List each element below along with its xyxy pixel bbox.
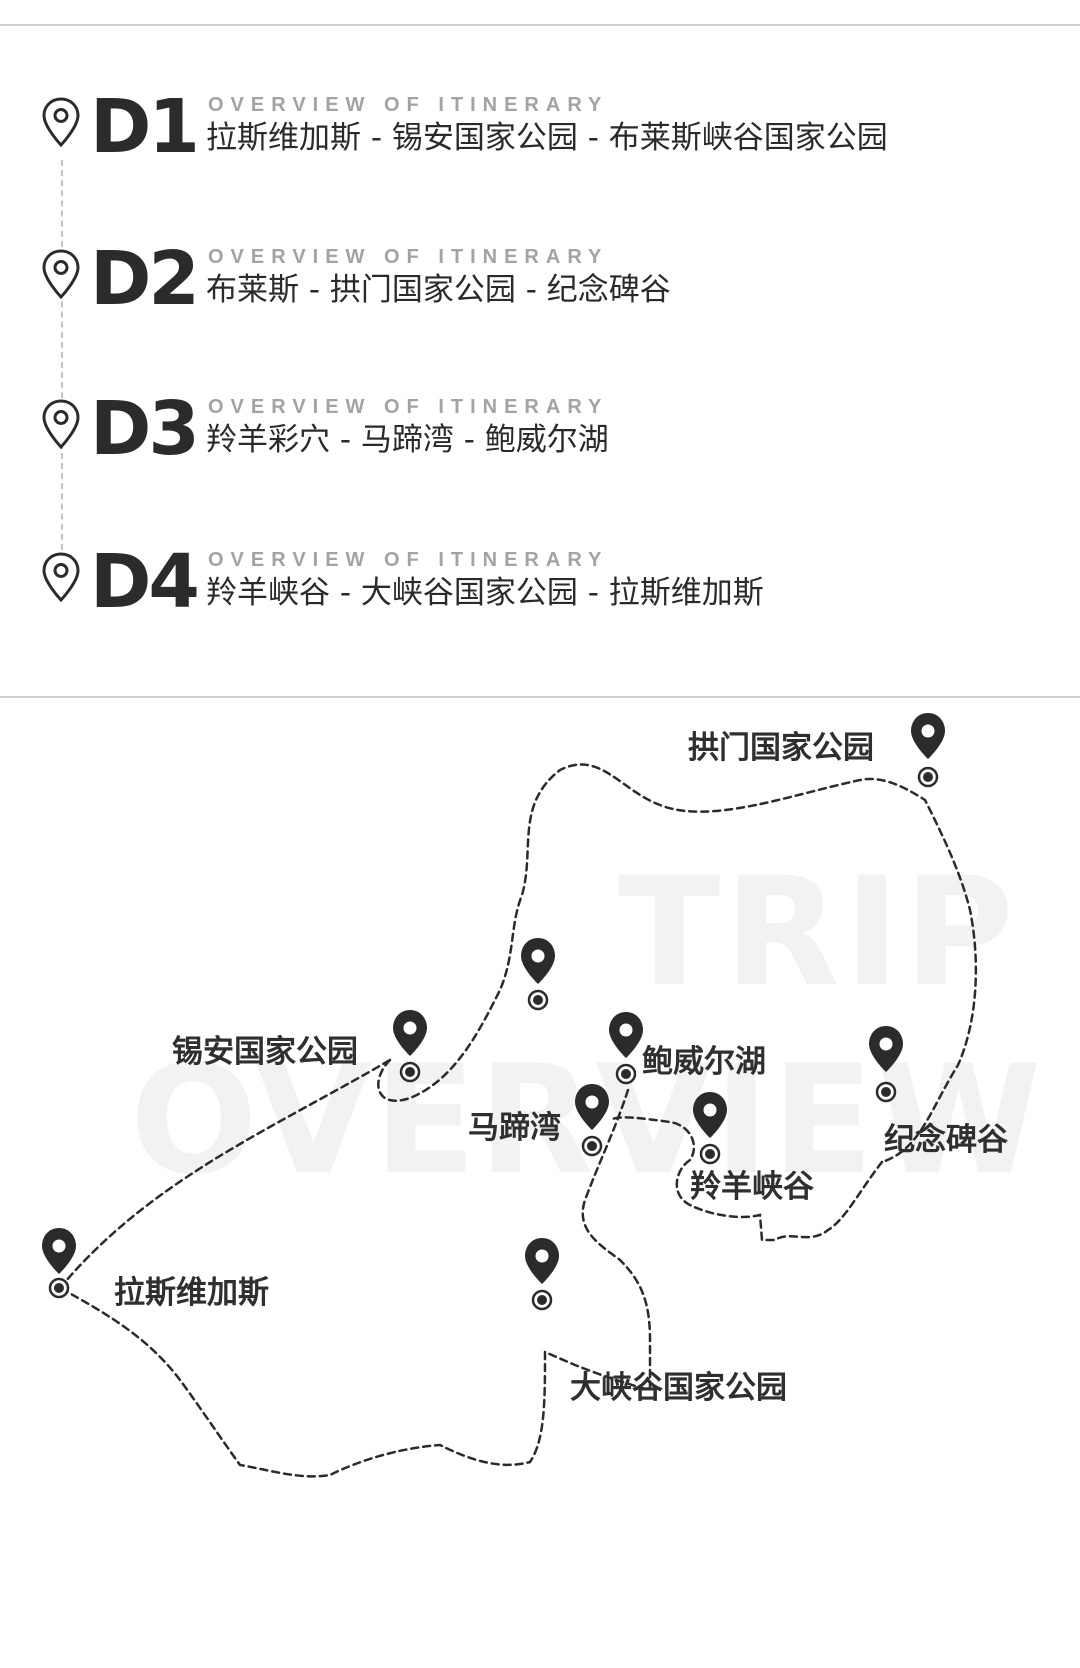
marker-las-vegas (42, 1228, 76, 1299)
day-eyebrow: OVERVIEW OF ITINERARY (208, 396, 609, 418)
itinerary-day-3: D3 OVERVIEW OF ITINERARY 羚羊彩穴 - 马蹄湾 - 鲍威… (0, 388, 1080, 508)
location-dot-icon (531, 1289, 553, 1311)
label-lake-powell: 鲍威尔湖 (642, 1044, 766, 1080)
day-route: 拉斯维加斯 - 锡安国家公园 - 布莱斯峡谷国家公园 (206, 120, 888, 156)
label-antelope-canyon: 羚羊峡谷 (690, 1169, 814, 1205)
day-code: D1 (90, 84, 200, 170)
location-dot-icon (875, 1081, 897, 1103)
day-eyebrow: OVERVIEW OF ITINERARY (208, 246, 609, 268)
top-divider (0, 24, 1080, 26)
label-las-vegas: 拉斯维加斯 (114, 1275, 269, 1311)
watermark-trip: TRIP (618, 846, 1018, 1020)
map-pin-icon (521, 938, 555, 984)
timeline-connector (61, 160, 63, 560)
marker-unlabeled-north (521, 938, 555, 1011)
label-horseshoe-bend: 马蹄湾 (468, 1110, 561, 1146)
location-dot-icon (699, 1143, 721, 1165)
location-dot-icon (581, 1135, 603, 1157)
map-pin-icon (42, 1228, 76, 1274)
map-pin-icon (525, 1238, 559, 1284)
itinerary-day-2: D2 OVERVIEW OF ITINERARY 布莱斯 - 拱门国家公园 - … (0, 238, 1080, 358)
label-zion: 锡安国家公园 (172, 1034, 358, 1070)
map-pin-icon (911, 713, 945, 759)
day-code: D4 (90, 539, 200, 625)
location-dot-icon (917, 766, 939, 788)
location-pin-outline-icon (42, 552, 80, 603)
location-pin-outline-icon (42, 249, 80, 300)
marker-grand-canyon (525, 1238, 559, 1311)
day-route: 布莱斯 - 拱门国家公园 - 纪念碑谷 (206, 272, 671, 308)
location-pin-outline-icon (42, 399, 80, 450)
label-monument-valley: 纪念碑谷 (884, 1122, 1008, 1158)
day-route: 羚羊彩穴 - 马蹄湾 - 鲍威尔湖 (206, 422, 609, 458)
itinerary-day-4: D4 OVERVIEW OF ITINERARY 羚羊峡谷 - 大峡谷国家公园 … (0, 541, 1080, 661)
location-dot-icon (48, 1277, 70, 1299)
route-path (58, 763, 978, 1478)
day-code: D2 (90, 236, 200, 322)
day-route: 羚羊峡谷 - 大峡谷国家公园 - 拉斯维加斯 (206, 575, 764, 611)
section-divider (0, 696, 1080, 698)
marker-arches (911, 713, 945, 788)
route-map: TRIP OVERVIEW (42, 713, 1041, 1478)
day-eyebrow: OVERVIEW OF ITINERARY (208, 94, 609, 116)
itinerary-day-1: D1 OVERVIEW OF ITINERARY 拉斯维加斯 - 锡安国家公园 … (0, 86, 1080, 206)
label-arches: 拱门国家公园 (688, 730, 874, 766)
day-eyebrow: OVERVIEW OF ITINERARY (208, 549, 609, 571)
label-grand-canyon: 大峡谷国家公园 (570, 1370, 787, 1406)
location-pin-outline-icon (42, 97, 80, 148)
day-code: D3 (90, 386, 200, 472)
location-dot-icon (615, 1063, 637, 1085)
location-dot-icon (399, 1061, 421, 1083)
location-dot-icon (527, 989, 549, 1011)
